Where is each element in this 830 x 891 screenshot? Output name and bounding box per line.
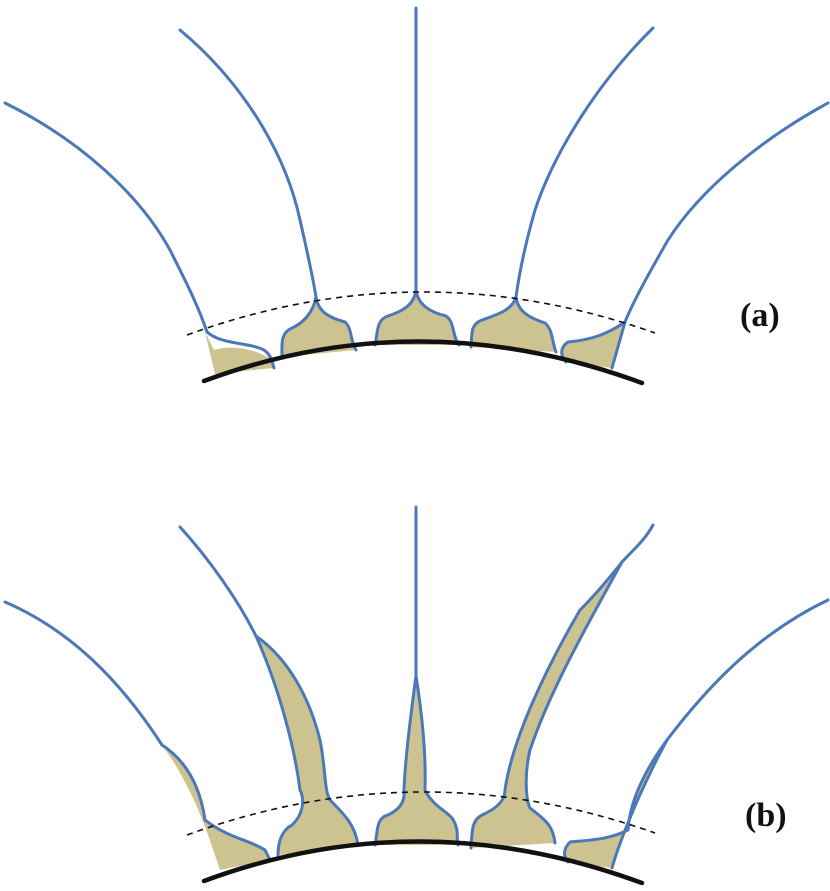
panel-b-cell-boundary [160,560,669,870]
panel-a: (a) [3,6,830,386]
panel-b-dashed-arc [186,791,656,836]
panel-b-fill-region [162,745,270,870]
panel-a-stalk [178,28,318,299]
panel-a-fill-regions [205,290,625,374]
panel-a-dashed-arc [186,291,656,336]
panel-b: (b) [3,505,830,886]
panel-a-cell-boundary [205,288,627,370]
panel-a-fill-region [471,297,556,352]
panel-a-label: (a) [740,297,780,334]
panel-a-fill-region [281,297,356,357]
panel-b-fill-region [564,740,667,868]
panel-a-stalks [3,6,830,334]
panel-b-stalks [3,505,830,747]
panel-b-stalk [3,600,164,747]
panel-a-fill-region [561,322,625,368]
panel-b-fill-region [375,676,458,845]
panel-a-stalk [623,101,830,324]
panel-a-stalk [514,26,655,299]
panel-b-substrate [201,839,645,886]
panel-b-fill-region [256,636,358,855]
panel-b-stalk [620,523,655,564]
panel-b-label: (b) [745,797,787,834]
panel-b-stalk [178,525,258,638]
panel-a-substrate [201,339,645,386]
panel-b-stalk [665,598,830,742]
panel-a-fill-region [375,290,459,345]
panel-a-stalk [3,101,209,334]
